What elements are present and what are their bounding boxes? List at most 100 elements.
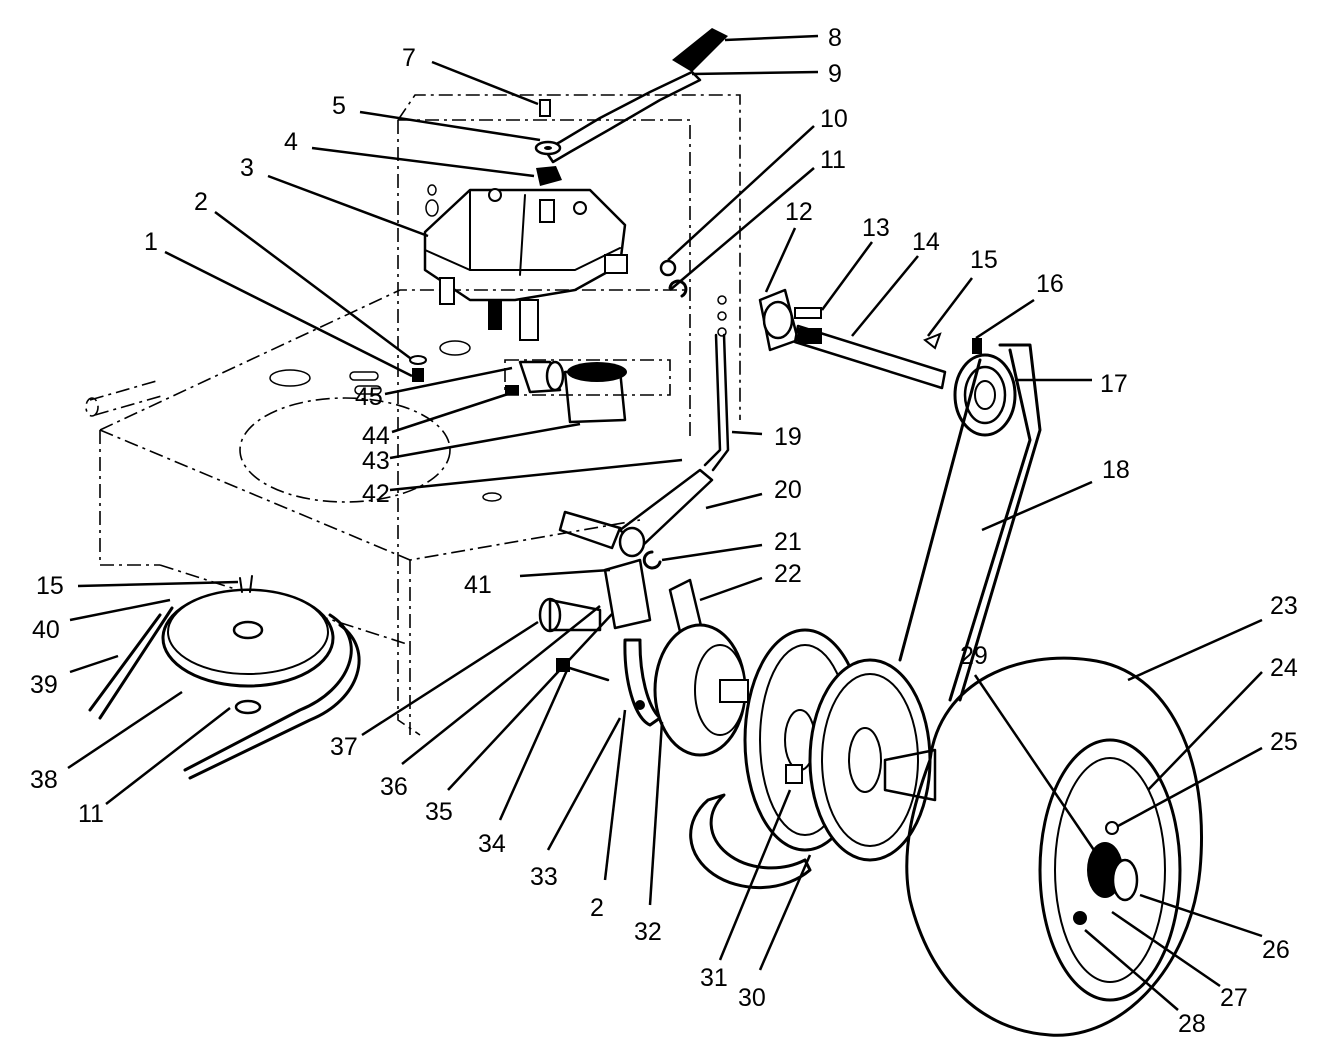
callout-number-15b: 15 [36, 572, 64, 600]
callout-number-22: 22 [774, 560, 802, 588]
callout-leader-22 [699, 576, 763, 602]
callout-number-41: 41 [464, 571, 492, 599]
drive-pulley-belt [898, 343, 1042, 702]
callout-number-10: 10 [820, 105, 848, 133]
mount-hardware [409, 259, 688, 382]
callout-number-14: 14 [912, 228, 940, 256]
callout-number-18: 18 [1102, 456, 1130, 484]
deck-frame [85, 94, 741, 736]
callout-leader-3 [267, 174, 429, 238]
callout-leader-11b [105, 707, 231, 805]
callout-number-40: 40 [32, 616, 60, 644]
lower-pulley [88, 575, 361, 780]
callout-leader-30 [758, 854, 812, 971]
drive-wheel [905, 656, 1203, 1037]
callout-number-20: 20 [774, 476, 802, 504]
callout-number-42: 42 [362, 480, 390, 508]
callout-number-34: 34 [478, 830, 506, 858]
linkage-arm [558, 333, 730, 558]
callout-leader-19 [731, 430, 763, 436]
callout-leader-15a [927, 277, 973, 337]
callout-number-15a: 15 [970, 246, 998, 274]
callout-number-9: 9 [828, 60, 842, 88]
callout-leader-20 [705, 492, 763, 510]
callout-number-26: 26 [1262, 936, 1290, 964]
callout-number-13: 13 [862, 214, 890, 242]
callout-leader-10 [667, 125, 815, 261]
callout-number-33: 33 [530, 863, 558, 891]
callout-leader-27 [1111, 910, 1221, 988]
callout-number-32: 32 [634, 918, 662, 946]
callout-leader-40 [69, 598, 171, 622]
callout-leader-25 [1117, 746, 1263, 828]
callout-number-35: 35 [425, 798, 453, 826]
callout-number-29: 29 [960, 642, 988, 670]
callout-leader-37 [361, 620, 539, 737]
callout-number-30: 30 [738, 984, 766, 1012]
wheel-pulley [808, 658, 937, 862]
callout-leader-7 [431, 60, 539, 106]
callout-number-4: 4 [284, 128, 298, 156]
lever-fasteners [534, 99, 562, 186]
callout-number-1: 1 [144, 228, 158, 256]
callout-leader-32 [648, 721, 664, 906]
callout-leader-33 [546, 717, 622, 851]
callout-leader-2a [214, 210, 411, 360]
callout-number-2b: 2 [590, 894, 604, 922]
jackshaft [758, 288, 982, 390]
callout-leader-1 [164, 250, 413, 378]
callout-leader-16 [975, 298, 1035, 340]
callout-leader-29 [973, 674, 1100, 857]
control-lever [543, 28, 728, 164]
callout-number-24: 24 [1270, 654, 1298, 682]
callout-leaders [67, 34, 1263, 1011]
callout-leader-42 [389, 458, 683, 492]
callout-leader-44 [391, 392, 509, 434]
callout-leader-5 [359, 110, 541, 142]
callout-number-7: 7 [402, 44, 416, 72]
callout-leader-39 [69, 654, 119, 674]
callout-number-37: 37 [330, 733, 358, 761]
callout-leader-43 [389, 422, 581, 460]
callout-leader-15b [77, 580, 239, 588]
callout-number-25: 25 [1270, 728, 1298, 756]
callout-number-31: 31 [700, 964, 728, 992]
callout-leader-34 [498, 667, 570, 821]
callout-number-12: 12 [785, 198, 813, 226]
callout-leader-23 [1127, 618, 1263, 682]
callout-number-45: 45 [355, 383, 383, 411]
callout-leader-13 [820, 241, 874, 311]
callout-leader-38 [67, 690, 183, 770]
idler-bushing [505, 360, 627, 424]
callout-leader-21 [661, 543, 763, 562]
callout-number-2a: 2 [194, 188, 208, 216]
callout-number-36: 36 [380, 773, 408, 801]
callout-leader-14 [851, 255, 919, 337]
callout-number-16: 16 [1036, 270, 1064, 298]
callout-number-44: 44 [362, 422, 390, 450]
callout-number-19: 19 [774, 423, 802, 451]
transmission [423, 188, 628, 341]
callout-leader-12 [764, 227, 797, 293]
callout-number-43: 43 [362, 447, 390, 475]
callout-leader-31 [718, 789, 792, 961]
callout-number-11b: 11 [78, 800, 104, 828]
callout-leader-36 [401, 605, 601, 765]
callout-number-21: 21 [774, 528, 802, 556]
callout-number-38: 38 [30, 766, 58, 794]
callout-number-5: 5 [332, 92, 346, 120]
callout-number-17: 17 [1100, 370, 1128, 398]
callout-leader-26 [1139, 893, 1263, 938]
callout-leader-28 [1084, 929, 1179, 1011]
callout-leader-41 [519, 568, 611, 578]
callout-number-3: 3 [240, 154, 254, 182]
callout-leader-8 [724, 34, 819, 42]
callout-leader-35 [447, 613, 613, 791]
callout-leader-18 [981, 480, 1093, 532]
callout-leader-45 [384, 366, 513, 396]
callout-leader-9 [691, 70, 819, 76]
callout-leader-4 [311, 146, 535, 178]
clutch-assembly [538, 550, 749, 757]
